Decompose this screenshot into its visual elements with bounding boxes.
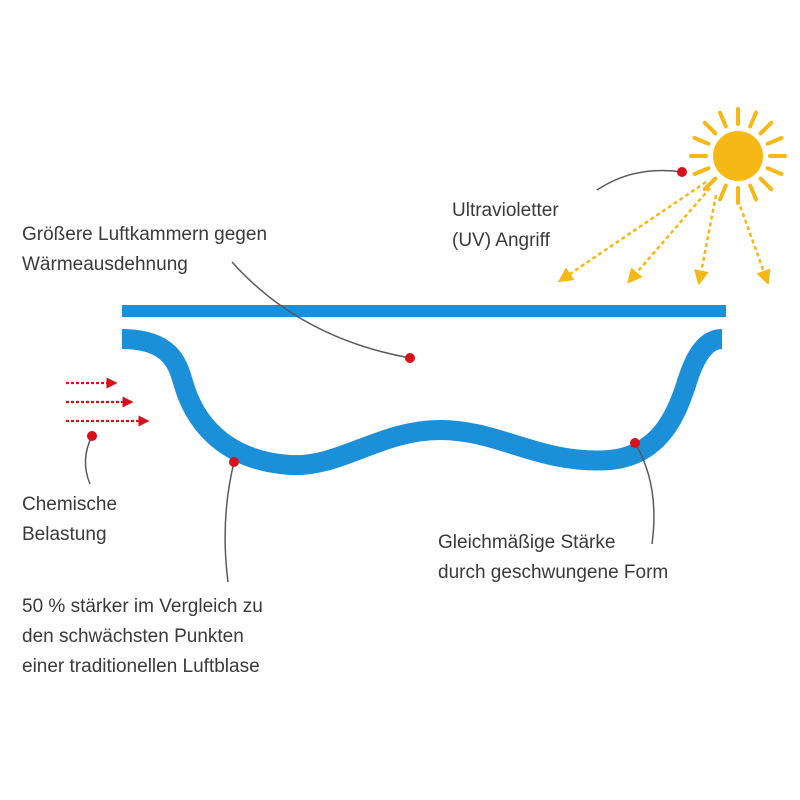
leader-strength bbox=[224, 461, 235, 583]
label-strength-line2: den schwächsten Punkten bbox=[22, 626, 244, 647]
uv-ray-arrows bbox=[557, 180, 771, 286]
sun-ray bbox=[748, 110, 758, 129]
sun-ray bbox=[702, 120, 718, 136]
label-uv-line2: (UV) Angriff bbox=[452, 230, 551, 251]
sun-ray bbox=[748, 183, 758, 202]
uv-ray-arrow-icon bbox=[736, 199, 771, 286]
label-uniform: Gleichmäßige Stärke durch geschwungene F… bbox=[438, 532, 668, 583]
leader-air bbox=[231, 261, 411, 359]
red-dot-marker-icon bbox=[87, 431, 97, 441]
label-strength-line1: 50 % stärker im Vergleich zu bbox=[22, 596, 263, 617]
top-film-layer bbox=[122, 305, 726, 317]
uv-ray-arrow-icon bbox=[627, 187, 711, 284]
sun-ray bbox=[765, 166, 784, 176]
sun-ray bbox=[692, 166, 711, 176]
label-chemical: Chemische Belastung bbox=[22, 494, 117, 545]
red-dot-marker-icon bbox=[677, 167, 687, 177]
markers bbox=[87, 167, 687, 467]
sun-ray bbox=[692, 136, 711, 146]
label-air-line2: Wärmeausdehnung bbox=[22, 254, 188, 275]
sun-ray bbox=[702, 176, 718, 192]
chemical-arrows bbox=[66, 377, 150, 427]
label-air: Größere Luftkammern gegen Wärmeausdehnun… bbox=[22, 224, 267, 275]
sun-ray bbox=[765, 136, 784, 146]
sun-ray bbox=[758, 120, 774, 136]
sun-icon bbox=[689, 107, 787, 205]
uv-ray-arrow-icon bbox=[694, 194, 718, 286]
leader-uniform bbox=[634, 442, 655, 545]
label-uv: Ultravioletter (UV) Angriff bbox=[452, 200, 559, 251]
label-air-line1: Größere Luftkammern gegen bbox=[22, 224, 267, 245]
leader-chem bbox=[84, 435, 93, 485]
uv-ray-arrow-icon bbox=[557, 180, 707, 283]
red-dot-marker-icon bbox=[630, 438, 640, 448]
sun-ray bbox=[718, 183, 728, 202]
red-dot-marker-icon bbox=[405, 353, 415, 363]
label-uv-line1: Ultravioletter bbox=[452, 200, 559, 221]
label-strength: 50 % stärker im Vergleich zu den schwäch… bbox=[22, 596, 263, 677]
bubble-cross-section bbox=[121, 305, 726, 476]
red-dot-marker-icon bbox=[229, 457, 239, 467]
sun-ray bbox=[758, 176, 774, 192]
label-strength-line3: einer traditionellen Luftblase bbox=[22, 656, 260, 677]
leader-lines bbox=[84, 169, 683, 583]
leader-uv bbox=[596, 169, 683, 191]
sun-ray bbox=[718, 110, 728, 129]
label-chem-line2: Belastung bbox=[22, 524, 107, 545]
curved-bubble-wall bbox=[121, 329, 724, 476]
label-uniform-line2: durch geschwungene Form bbox=[438, 562, 668, 583]
label-chem-line1: Chemische bbox=[22, 494, 117, 515]
label-uniform-line1: Gleichmäßige Stärke bbox=[438, 532, 615, 553]
